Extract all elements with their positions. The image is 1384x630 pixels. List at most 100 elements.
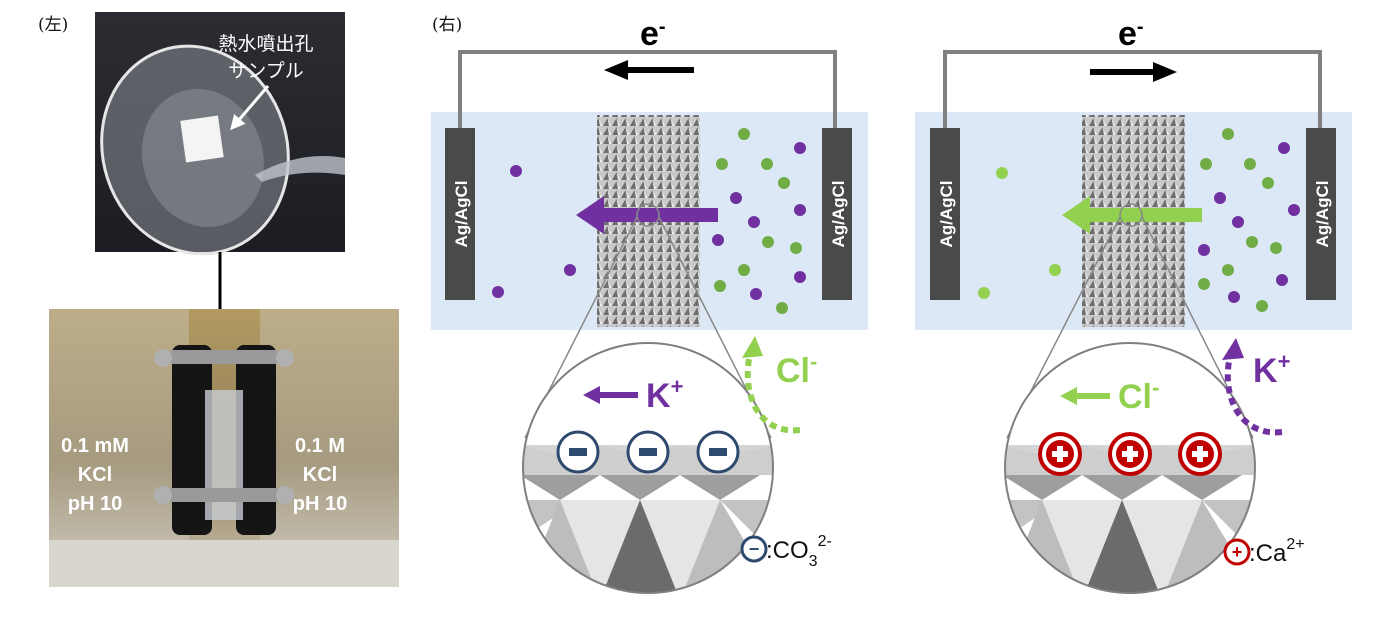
main-ion-arrowhead	[583, 386, 600, 404]
electrode-left-label: Ag/AgCl	[452, 180, 471, 247]
ion-k	[794, 142, 806, 154]
photo-apparatus: 0.1 mM KCl pH 10 0.1 M KCl pH 10	[49, 309, 399, 587]
label-right: (右)	[432, 15, 462, 35]
side-ion-path	[744, 344, 801, 434]
label-left: (左)	[38, 15, 68, 35]
ion-k	[712, 234, 724, 246]
ion-k	[492, 286, 504, 298]
ion-k	[794, 271, 806, 283]
legend-negative-icon	[740, 535, 768, 563]
ion-k	[1276, 274, 1288, 286]
main-ion-label: K+	[646, 374, 683, 415]
ion-cl	[978, 287, 990, 299]
ion-k	[1288, 204, 1300, 216]
ion-cl	[761, 158, 773, 170]
legend-symbol: +	[1232, 542, 1243, 562]
ion-cl	[776, 302, 788, 314]
external-wire	[943, 50, 1322, 128]
electrode-right	[822, 128, 852, 300]
positive-charge-bar-v	[1197, 446, 1203, 462]
legend-ca: + :Ca2+	[1223, 536, 1305, 567]
external-wire	[458, 50, 837, 128]
negative-charge-bar	[639, 448, 657, 456]
ion-cl	[1262, 177, 1274, 189]
ion-k	[730, 192, 742, 204]
ion-k	[794, 204, 806, 216]
electrode-left	[445, 128, 475, 300]
right-solution-line3: pH 10	[293, 493, 347, 515]
negative-charge-bar	[709, 448, 727, 456]
legend-label: :CO32-	[766, 533, 832, 570]
legend-symbol: −	[749, 539, 760, 559]
legend-label: :Ca2+	[1249, 536, 1305, 567]
positive-charge-bar-v	[1057, 446, 1063, 462]
ion-k	[510, 165, 522, 177]
ion-k	[1278, 142, 1290, 154]
main-ion-arrowhead	[1060, 387, 1077, 405]
ion-cl	[1270, 242, 1282, 254]
cl-flux-arrow	[1090, 208, 1202, 222]
right-solution-line1: 0.1 M	[295, 435, 345, 457]
ion-k	[1228, 291, 1240, 303]
electron-label: e-	[640, 15, 666, 53]
ion-k	[1198, 244, 1210, 256]
side-ion-arrowhead	[742, 336, 763, 358]
side-ion-label: K+	[1253, 349, 1290, 390]
ion-k	[1214, 192, 1226, 204]
ion-cl	[1256, 300, 1268, 312]
side-ion-label: Cl-	[776, 349, 817, 390]
ions	[978, 128, 1300, 312]
electron-flow-arrowhead	[604, 60, 628, 80]
ion-cl	[714, 280, 726, 292]
ion-k	[564, 264, 576, 276]
side-ion-path	[1224, 347, 1283, 436]
ions	[492, 128, 806, 314]
electron-flow-arrowhead	[1153, 62, 1177, 82]
ion-k	[750, 288, 762, 300]
electrode-right-label: Ag/AgCl	[1313, 180, 1332, 247]
legend-positive-icon	[1223, 538, 1251, 566]
ion-cl	[738, 264, 750, 276]
electrode-right-label: Ag/AgCl	[829, 180, 848, 247]
annotation-line1: 熱水噴出孔	[218, 33, 313, 55]
ion-cl	[1198, 278, 1210, 290]
cl-flux-arrowhead	[1062, 196, 1090, 234]
ion-cl	[996, 167, 1008, 179]
ion-cl	[790, 242, 802, 254]
annotation-line2: サンプル	[228, 60, 303, 82]
side-ion-arrowhead	[1222, 338, 1244, 360]
cell-positive: e- Ag/AgCl Ag/AgCl	[915, 15, 1352, 594]
negative-charge-bar	[569, 448, 587, 456]
ion-cl	[738, 128, 750, 140]
left-solution-line2: KCl	[78, 464, 112, 486]
ion-k	[748, 216, 760, 228]
surface-charge-positive	[1038, 432, 1222, 476]
ion-cl	[1222, 128, 1234, 140]
right-solution-line2: KCl	[303, 464, 337, 486]
electrode-left	[930, 128, 960, 300]
annotation-arrow	[230, 85, 270, 131]
ion-cl	[762, 236, 774, 248]
ion-cl	[1246, 236, 1258, 248]
surface-charge-negative	[556, 430, 740, 474]
ion-cl	[716, 158, 728, 170]
positive-charge-bar-v	[1127, 446, 1133, 462]
zoom-spot	[636, 203, 660, 227]
ion-k	[1232, 216, 1244, 228]
zoom-spot	[1119, 203, 1143, 227]
electrode-left-label: Ag/AgCl	[937, 180, 956, 247]
k-flux-arrowhead	[576, 196, 604, 234]
photo-sample: 熱水噴出孔 サンプル	[95, 12, 345, 256]
electrode-right	[1306, 128, 1336, 300]
cell-negative: e- Ag/AgCl Ag/AgCl	[431, 15, 868, 594]
ion-cl	[778, 177, 790, 189]
ion-cl	[1222, 264, 1234, 276]
electron-label: e-	[1118, 15, 1144, 53]
ion-cl	[1244, 158, 1256, 170]
main-ion-label: Cl-	[1118, 375, 1159, 416]
k-flux-arrow	[604, 208, 718, 222]
ion-cl	[1200, 158, 1212, 170]
legend-co3: − :CO32-	[740, 533, 832, 570]
left-solution-line3: pH 10	[68, 493, 122, 515]
